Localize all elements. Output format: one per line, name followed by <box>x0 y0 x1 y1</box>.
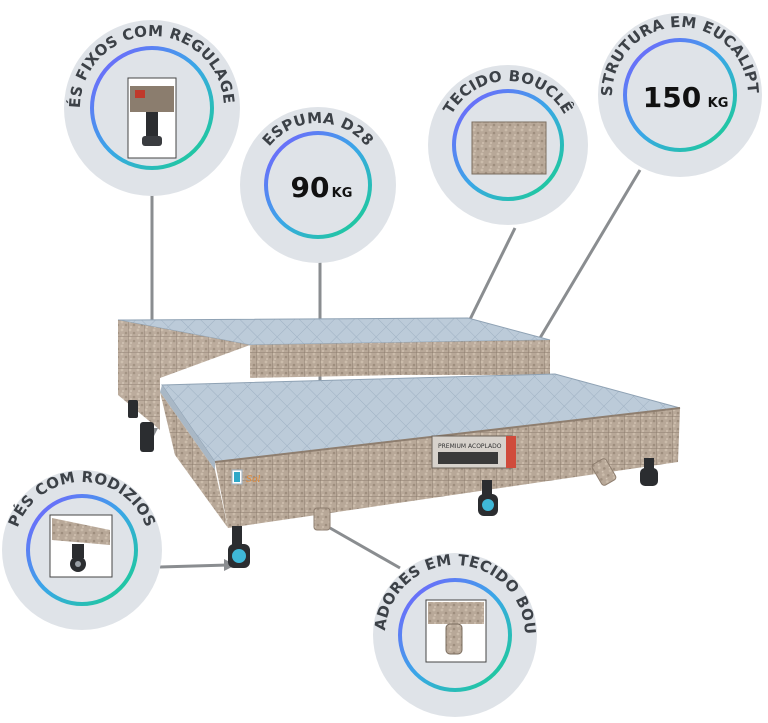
upper-foot-right <box>128 400 138 418</box>
adjustable-foot-icon <box>127 77 177 159</box>
badge-casters: PÉS COM RODIZIOS <box>2 468 162 630</box>
lower-base-left <box>160 392 228 528</box>
lower-bed: Sol PREMIUM ACOPLADO <box>160 373 681 568</box>
badge-structure-unit: KG <box>708 96 729 111</box>
connector-handles <box>329 526 401 570</box>
badge-fabric: TECIDO BOUCLÊ <box>428 65 588 225</box>
badge-structure-value: 150 <box>643 81 701 114</box>
caster-wheel-right <box>640 458 658 486</box>
upper-bed <box>117 317 551 452</box>
connector-casters <box>159 563 229 569</box>
badge-foam: ESPUMA D28 90 KG <box>240 107 396 263</box>
lower-mattress-edge <box>160 385 215 470</box>
badge-feet-fixed: PÉS FIXOS COM REGULAGEM <box>0 0 240 196</box>
fabric-handle-icon <box>425 599 487 663</box>
product-tag-text: PREMIUM ACOPLADO <box>438 443 502 450</box>
brand-logo: Sol <box>231 469 261 485</box>
svg-text:Sol: Sol <box>246 475 261 485</box>
badge-foam-unit: KG <box>332 186 353 201</box>
handle-right <box>591 458 617 486</box>
upper-base-side <box>250 345 550 375</box>
caster-wheel-icon <box>49 514 113 578</box>
connector-structure <box>538 169 642 339</box>
boucle-fabric-swatch <box>471 121 547 175</box>
bed-product: Sol PREMIUM ACOPLADO <box>117 317 681 568</box>
caster-wheel-middle <box>478 480 498 516</box>
product-tag: PREMIUM ACOPLADO <box>431 435 516 469</box>
caster-wheel-front <box>228 526 250 568</box>
badge-foam-value: 90 <box>291 171 330 204</box>
handle-left <box>313 507 331 531</box>
upper-foot-left <box>140 422 154 452</box>
